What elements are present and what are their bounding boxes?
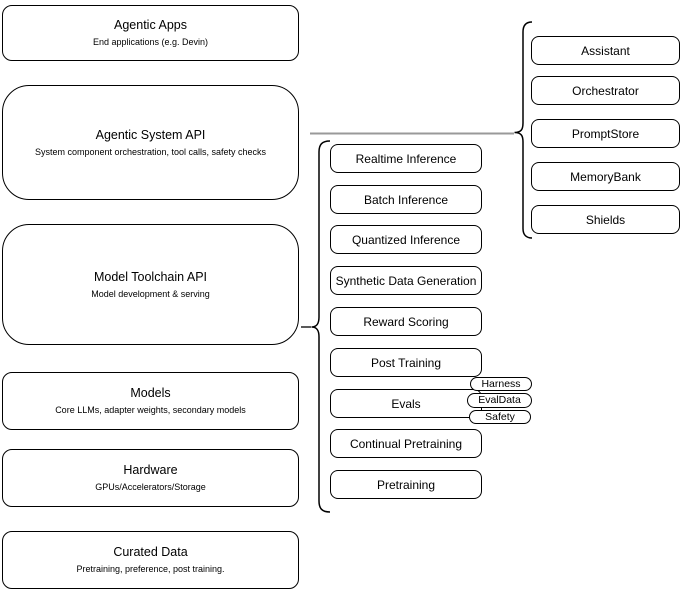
node-agentic-system-api: Agentic System API System component orch… — [2, 85, 299, 200]
toolchain-services-brace — [311, 140, 331, 513]
tag-harness: Harness — [470, 377, 532, 391]
node-pretraining: Pretraining — [330, 470, 482, 499]
tag-safety: Safety — [469, 410, 531, 424]
node-promptstore: PromptStore — [531, 119, 680, 148]
node-realtime-inference: Realtime Inference — [330, 144, 482, 173]
node-curated-data: Curated Data Pretraining, preference, po… — [2, 531, 299, 589]
node-orchestrator: Orchestrator — [531, 76, 680, 105]
node-agentic-apps: Agentic Apps End applications (e.g. Devi… — [2, 5, 299, 61]
node-title: Agentic Apps — [114, 18, 187, 32]
node-assistant: Assistant — [531, 36, 680, 65]
node-reward-scoring: Reward Scoring — [330, 307, 482, 336]
node-batch-inference: Batch Inference — [330, 185, 482, 214]
node-subtitle: System component orchestration, tool cal… — [34, 146, 267, 157]
system-components-brace — [514, 21, 533, 239]
node-models: Models Core LLMs, adapter weights, secon… — [2, 372, 299, 430]
node-title: Hardware — [123, 463, 178, 477]
node-quantized-inference: Quantized Inference — [330, 225, 482, 254]
tag-evaldata: EvalData — [467, 393, 532, 408]
node-subtitle: Core LLMs, adapter weights, secondary mo… — [55, 405, 246, 415]
node-title: Agentic System API — [95, 127, 206, 142]
node-continual-pretraining: Continual Pretraining — [330, 429, 482, 458]
node-subtitle: End applications (e.g. Devin) — [92, 37, 209, 47]
node-post-training: Post Training — [330, 348, 482, 377]
node-memorybank: MemoryBank — [531, 162, 680, 191]
node-title: Curated Data — [113, 545, 188, 559]
node-shields: Shields — [531, 205, 680, 234]
node-title: Model Toolchain API — [93, 269, 208, 284]
node-subtitle: Model development & serving — [91, 288, 210, 299]
node-synthetic-data-generation: Synthetic Data Generation — [330, 266, 482, 295]
node-evals: Evals — [330, 389, 482, 418]
node-title: Models — [130, 386, 171, 400]
node-hardware: Hardware GPUs/Accelerators/Storage — [2, 449, 299, 507]
node-subtitle: GPUs/Accelerators/Storage — [95, 482, 206, 492]
node-subtitle: Pretraining, preference, post training. — [76, 564, 225, 574]
node-model-toolchain-api: Model Toolchain API Model development & … — [2, 224, 299, 345]
